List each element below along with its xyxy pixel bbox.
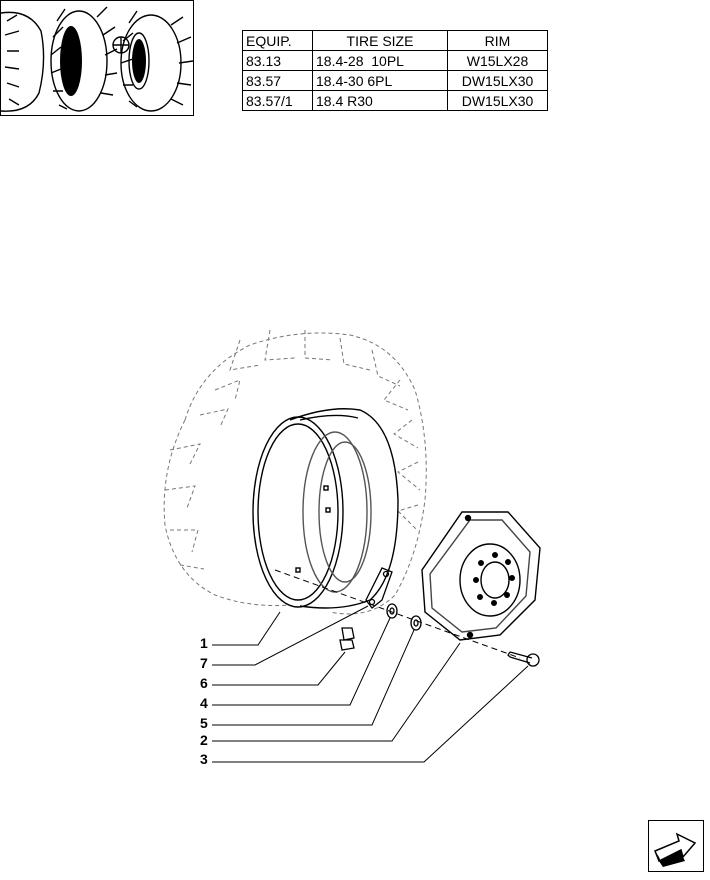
nut — [339, 627, 355, 651]
tire-spec-table: EQUIP. TIRE SIZE RIM 83.13 18.4-28 10PL … — [242, 30, 548, 111]
table-header-row: EQUIP. TIRE SIZE RIM — [242, 30, 548, 51]
callout-3: 3 — [200, 751, 208, 767]
table-row: 83.57 18.4-30 6PL DW15LX30 — [242, 70, 548, 91]
callout-2: 2 — [200, 732, 208, 748]
header-tire-size: TIRE SIZE — [312, 30, 448, 51]
callout-6: 6 — [200, 675, 208, 691]
next-page-arrow-icon — [654, 832, 697, 867]
assembly-axis — [274, 569, 521, 659]
cell-rim: DW15LX30 — [447, 70, 548, 91]
callout-7: 7 — [200, 655, 208, 671]
clamp-plate — [365, 567, 393, 609]
table-row: 83.13 18.4-28 10PL W15LX28 — [242, 50, 548, 71]
cell-rim: W15LX28 — [447, 50, 548, 71]
cell-tire-size: 18.4-28 10PL — [312, 50, 448, 71]
next-page-button[interactable] — [648, 820, 704, 872]
bolt — [507, 651, 540, 667]
cell-rim: DW15LX30 — [447, 90, 548, 111]
cell-equip: 83.57/1 — [242, 90, 313, 111]
leader-lines — [212, 605, 529, 763]
header-equip: EQUIP. — [242, 30, 313, 51]
cell-equip: 83.57 — [242, 70, 313, 91]
wheel-exploded-diagram — [163, 329, 541, 763]
table-row: 83.57/1 18.4 R30 DW15LX30 — [242, 90, 548, 111]
header-rim: RIM — [447, 30, 548, 51]
callout-5: 5 — [200, 715, 208, 731]
tire-phantom — [163, 329, 427, 615]
callout-4: 4 — [200, 695, 208, 711]
cell-equip: 83.13 — [242, 50, 313, 71]
hub-disc — [421, 511, 541, 641]
washers — [386, 603, 422, 631]
callout-1: 1 — [200, 635, 208, 651]
tractor-wheel-thumbnail-icon — [1, 6, 193, 112]
thumbnail — [0, 0, 194, 116]
cell-tire-size: 18.4 R30 — [312, 90, 448, 111]
cell-tire-size: 18.4-30 6PL — [312, 70, 448, 91]
